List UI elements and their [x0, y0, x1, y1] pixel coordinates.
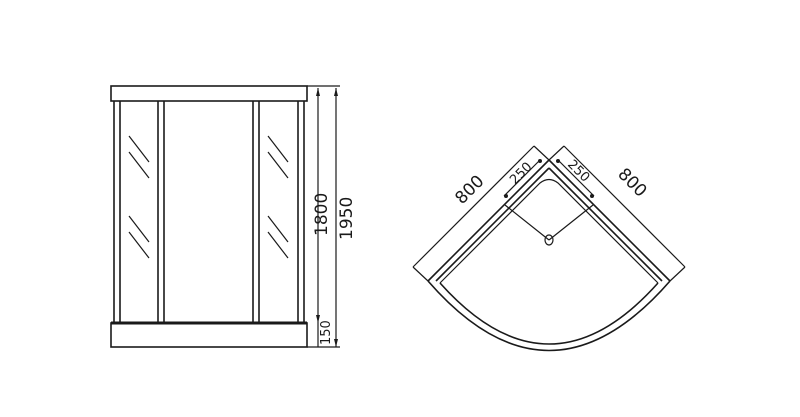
drain-icon [544, 234, 554, 246]
shower-tray-base [110, 322, 308, 348]
dim-label-total-height: 1950 [337, 197, 357, 240]
dim-label-left-side: 800 [451, 171, 488, 208]
tray-inner-edge [439, 178, 659, 284]
curved-door-outer [427, 280, 671, 352]
dim-label-tray-height: 150 [319, 320, 334, 345]
top-frame [110, 85, 308, 102]
dim-label-drain-left: 250 [507, 160, 535, 188]
glass-reflection-marks [128, 135, 289, 259]
dim-line-left-800 [412, 145, 535, 268]
curved-door-inner [439, 282, 659, 345]
dim-label-right-side: 800 [613, 164, 650, 201]
dim-line-right-800 [563, 145, 686, 268]
dim-label-drain-right: 250 [564, 157, 592, 185]
front-view: 1800 1950 150 [110, 85, 357, 348]
top-view: 800 250 250 800 [412, 145, 686, 352]
dim-label-door-height: 1800 [312, 193, 332, 236]
